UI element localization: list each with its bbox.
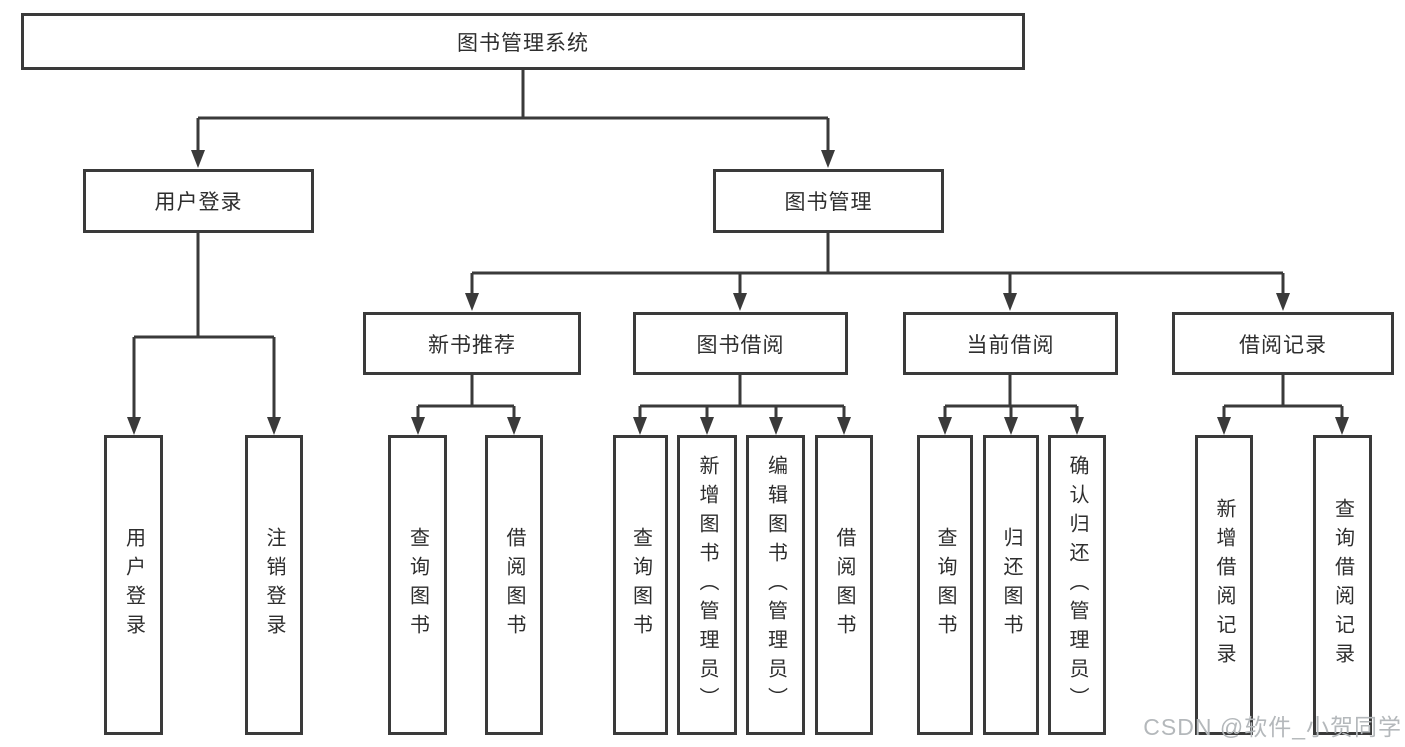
arrow-down-icon bbox=[127, 417, 141, 435]
arrow-down-icon bbox=[1003, 293, 1017, 311]
node-leaf-borrow-borrow: 借阅图书 bbox=[815, 435, 873, 735]
node-label: 图书管理 bbox=[784, 191, 873, 214]
node-label: 新增图书（管理员） bbox=[696, 454, 718, 716]
node-leaf-borrow-query: 查询图书 bbox=[613, 435, 668, 735]
node-label: 查询图书 bbox=[406, 527, 429, 643]
node-label: 借阅图书 bbox=[503, 527, 525, 643]
node-leaf-logout: 注销登录 bbox=[245, 435, 303, 735]
arrow-down-icon bbox=[1070, 417, 1084, 435]
arrow-down-icon bbox=[1335, 417, 1349, 435]
node-book-management: 图书管理 bbox=[713, 169, 944, 233]
node-label: 查询图书 bbox=[934, 527, 956, 643]
node-leaf-current-confirm: 确认归还（管理员） bbox=[1048, 435, 1106, 735]
node-label: 当前借阅 bbox=[966, 333, 1055, 357]
node-current-borrow: 当前借阅 bbox=[903, 312, 1118, 375]
node-label: 查询借阅记录 bbox=[1331, 498, 1354, 672]
arrow-down-icon bbox=[507, 417, 521, 435]
node-label: 确认归还（管理员） bbox=[1066, 454, 1088, 716]
node-label: 注销登录 bbox=[263, 527, 285, 643]
arrowheads bbox=[127, 150, 1349, 435]
node-leaf-borrow-edit: 编辑图书（管理员） bbox=[746, 435, 805, 735]
arrow-down-icon bbox=[1276, 293, 1290, 311]
node-label: 用户登录 bbox=[122, 527, 145, 643]
node-leaf-newbook-borrow: 借阅图书 bbox=[485, 435, 543, 735]
arrow-down-icon bbox=[465, 293, 479, 311]
node-label: 编辑图书（管理员） bbox=[764, 454, 787, 716]
node-label: 归还图书 bbox=[1000, 527, 1022, 643]
node-label: 图书借阅 bbox=[696, 333, 785, 357]
node-leaf-record-add: 新增借阅记录 bbox=[1195, 435, 1253, 735]
node-leaf-record-query: 查询借阅记录 bbox=[1313, 435, 1372, 735]
tree-connector-lines bbox=[132, 70, 1344, 419]
arrow-down-icon bbox=[821, 150, 835, 168]
arrow-down-icon bbox=[411, 417, 425, 435]
node-borrow-record: 借阅记录 bbox=[1172, 312, 1394, 375]
node-label: 图书管理系统 bbox=[457, 31, 589, 55]
node-user-login: 用户登录 bbox=[83, 169, 314, 233]
node-label: 借阅图书 bbox=[833, 527, 855, 643]
arrow-down-icon bbox=[191, 150, 205, 168]
arrow-down-icon bbox=[1004, 417, 1018, 435]
connector-lines bbox=[132, 70, 1344, 419]
node-leaf-current-return: 归还图书 bbox=[983, 435, 1039, 735]
arrow-down-icon bbox=[733, 293, 747, 311]
arrow-down-icon bbox=[633, 417, 647, 435]
node-label: 借阅记录 bbox=[1239, 333, 1327, 357]
node-book-borrow: 图书借阅 bbox=[633, 312, 848, 375]
arrow-down-icon bbox=[1217, 417, 1231, 435]
node-new-book-recommend: 新书推荐 bbox=[363, 312, 581, 375]
node-root: 图书管理系统 bbox=[21, 13, 1025, 70]
node-leaf-borrow-add: 新增图书（管理员） bbox=[677, 435, 737, 735]
arrow-down-icon bbox=[938, 417, 952, 435]
node-label: 新增借阅记录 bbox=[1213, 498, 1235, 672]
node-label: 查询图书 bbox=[629, 527, 652, 643]
node-label: 用户登录 bbox=[154, 191, 243, 214]
arrow-down-icon bbox=[837, 417, 851, 435]
node-leaf-user-login: 用户登录 bbox=[104, 435, 163, 735]
node-label: 新书推荐 bbox=[428, 333, 516, 357]
node-leaf-newbook-query: 查询图书 bbox=[388, 435, 447, 735]
arrow-down-icon bbox=[267, 417, 281, 435]
arrow-down-icon bbox=[769, 417, 783, 435]
arrow-down-icon bbox=[700, 417, 714, 435]
node-leaf-current-query: 查询图书 bbox=[917, 435, 973, 735]
csdn-watermark: CSDN @软件_小贺同学 bbox=[1143, 714, 1402, 740]
